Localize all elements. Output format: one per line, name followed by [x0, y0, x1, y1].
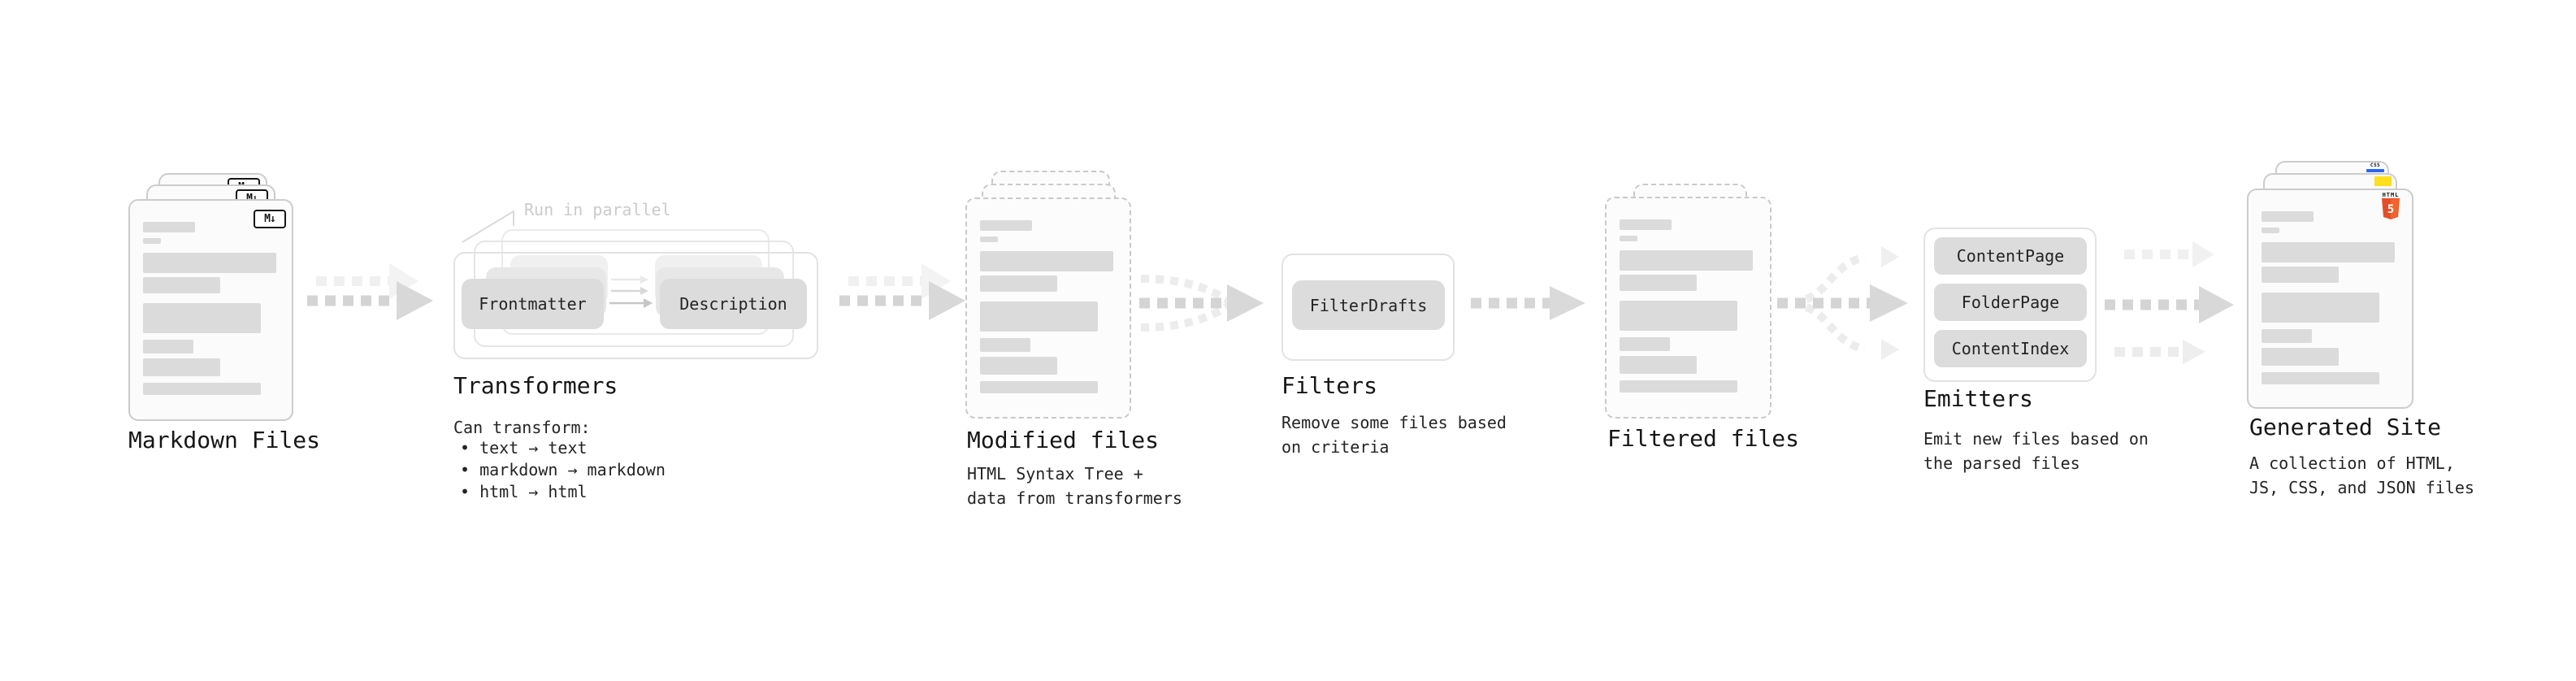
- filters-container: [1281, 254, 1455, 361]
- html5-icon: HTML 5: [2380, 192, 2401, 220]
- generated-site-title: Generated Site: [2249, 414, 2442, 440]
- text-line-placeholder: [143, 238, 161, 244]
- subtitle-line: on criteria: [1281, 437, 1390, 457]
- text-line-placeholder: [980, 301, 1098, 332]
- emitters-title: Emitters: [1923, 385, 2033, 412]
- html5-icon-label: HTML: [2382, 192, 2400, 198]
- description-node: Description: [660, 279, 807, 329]
- subtitle-line: data from transformers: [967, 488, 1182, 508]
- text-line-placeholder: [1620, 337, 1670, 351]
- filterdrafts-node: FilterDrafts: [1292, 280, 1445, 330]
- annotation-leader-line: [462, 210, 514, 243]
- text-line-placeholder: [143, 222, 195, 232]
- text-line-placeholder: [1620, 219, 1672, 230]
- arrow-emitters-to-site: [2105, 241, 2234, 364]
- frontmatter-node: Frontmatter: [462, 279, 604, 329]
- filters-title: Filters: [1281, 372, 1378, 399]
- markdown-files-title: Markdown Files: [128, 427, 321, 453]
- frontmatter-to-description-arrows: [609, 275, 653, 308]
- text-line-placeholder: [980, 275, 1057, 292]
- arrow-filtered-to-emitters: [1777, 246, 1908, 360]
- emitters-container: [1923, 228, 2097, 382]
- subtitle-line: Emit new files based on: [1923, 429, 2149, 449]
- text-line-placeholder: [980, 236, 998, 242]
- javascript-icon: [2374, 176, 2392, 186]
- text-line-placeholder: [2262, 293, 2379, 323]
- css-icon-label: CSS: [2370, 163, 2381, 168]
- bullet-item: • markdown → markdown: [460, 460, 666, 479]
- markdown-file-card-front: [128, 199, 293, 421]
- filtered-files-title: Filtered files: [1607, 425, 1800, 452]
- arrow-markdown-to-transformers: [307, 263, 433, 320]
- transformers-title: Transformers: [453, 372, 618, 399]
- emitters-subtitle: Emit new files based on the parsed files: [1923, 427, 2149, 475]
- folderpage-node: FolderPage: [1934, 284, 2087, 321]
- generated-site-subtitle: A collection of HTML, JS, CSS, and JSON …: [2249, 451, 2474, 500]
- arrow-filters-to-filtered: [1471, 286, 1585, 320]
- filtered-file-card-front: [1605, 197, 1772, 419]
- subtitle-line: the parsed files: [1923, 453, 2080, 473]
- text-line-placeholder: [980, 338, 1030, 352]
- transformer-container-front: [453, 252, 818, 359]
- document-skeleton: [130, 201, 292, 395]
- text-line-placeholder: [980, 357, 1057, 375]
- subtitle-line: JS, CSS, and JSON files: [2249, 478, 2474, 497]
- text-line-placeholder: [1620, 250, 1753, 271]
- filters-subtitle: Remove some files based on criteria: [1281, 410, 1507, 459]
- text-line-placeholder: [980, 381, 1098, 393]
- text-line-placeholder: [143, 277, 220, 293]
- text-line-placeholder: [2262, 348, 2339, 366]
- markdown-icon: M↓: [254, 210, 286, 228]
- text-line-placeholder: [2262, 267, 2339, 283]
- text-line-placeholder: [2262, 329, 2312, 343]
- text-line-placeholder: [1620, 301, 1737, 331]
- text-line-placeholder: [2262, 211, 2314, 222]
- arrow-modified-to-filters: [1139, 275, 1264, 332]
- modified-file-card-front: [965, 197, 1131, 419]
- text-line-placeholder: [980, 251, 1113, 271]
- text-line-placeholder: [1620, 380, 1737, 393]
- css-icon-underline: [2366, 169, 2384, 172]
- text-line-placeholder: [143, 383, 261, 395]
- contentindex-node: ContentIndex: [1934, 330, 2087, 367]
- svg-text:5: 5: [2387, 203, 2394, 216]
- text-line-placeholder: [143, 358, 220, 376]
- subtitle-line: A collection of HTML,: [2249, 453, 2455, 473]
- modified-files-subtitle: HTML Syntax Tree + data from transformer…: [967, 462, 1182, 510]
- text-line-placeholder: [143, 303, 261, 333]
- document-skeleton: [967, 199, 1130, 393]
- text-line-placeholder: [2262, 372, 2379, 384]
- text-line-placeholder: [143, 340, 193, 354]
- subtitle-line: Remove some files based: [1281, 413, 1507, 432]
- text-line-placeholder: [2262, 242, 2395, 262]
- document-skeleton: [1607, 198, 1770, 393]
- transformers-description-heading: Can transform:: [453, 418, 591, 437]
- text-line-placeholder: [1620, 236, 1637, 241]
- modified-files-title: Modified files: [967, 427, 1160, 453]
- document-skeleton: [2249, 190, 2412, 384]
- arrow-transformers-to-modified: [839, 263, 965, 320]
- bullet-item: • html → html: [460, 482, 588, 501]
- text-line-placeholder: [1620, 356, 1697, 374]
- bullet-item: • text → text: [460, 438, 588, 458]
- run-in-parallel-annotation: Run in parallel: [524, 200, 671, 219]
- text-line-placeholder: [143, 253, 276, 273]
- contentpage-node: ContentPage: [1934, 237, 2087, 275]
- text-line-placeholder: [980, 220, 1032, 231]
- subtitle-line: HTML Syntax Tree +: [967, 464, 1143, 484]
- transformers-bullet-list: • text → text • markdown → markdown • ht…: [460, 437, 666, 503]
- css-icon: CSS: [2366, 163, 2384, 172]
- text-line-placeholder: [2262, 228, 2279, 233]
- text-line-placeholder: [1620, 275, 1697, 291]
- html-file-card: [2247, 189, 2413, 409]
